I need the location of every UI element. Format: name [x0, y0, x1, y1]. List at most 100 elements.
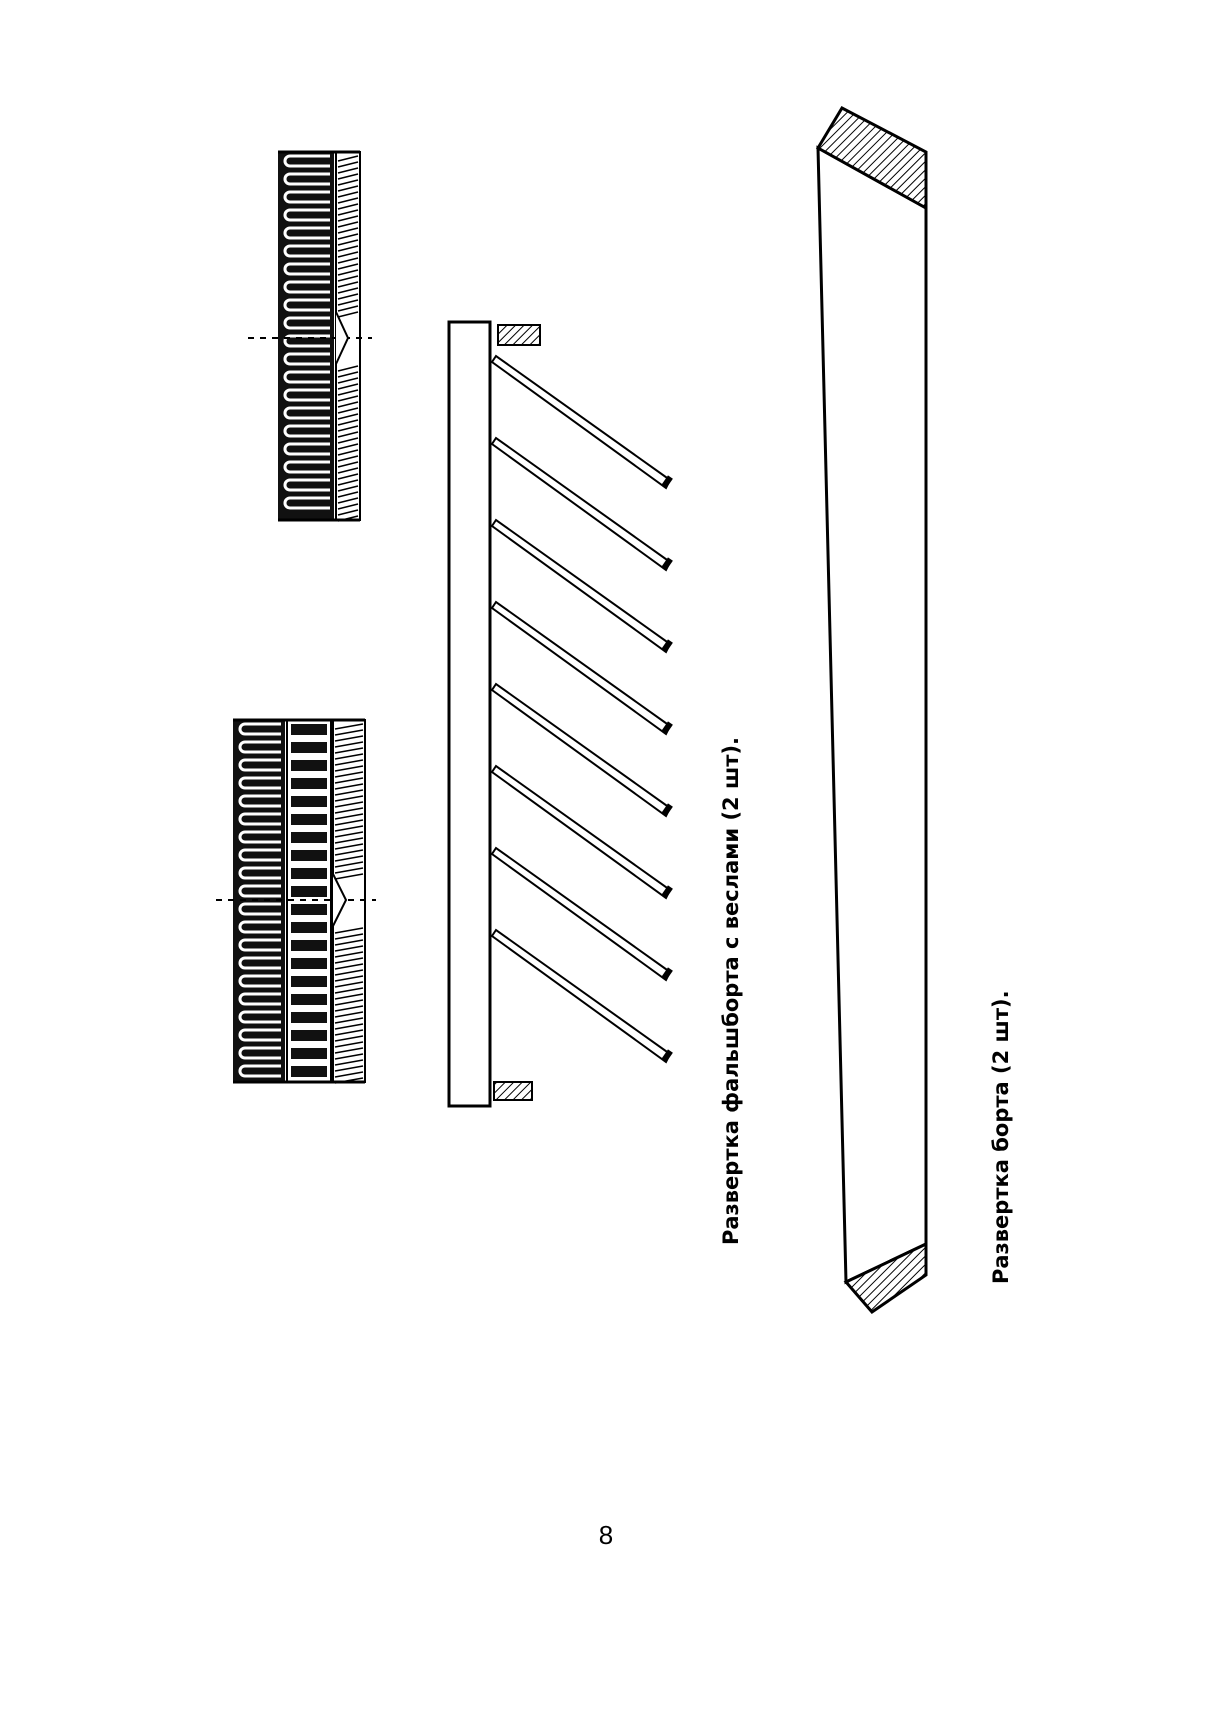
hatch-line — [334, 843, 364, 850]
wave-loop — [283, 316, 330, 330]
wave-loop — [238, 812, 281, 826]
hatch-line — [337, 371, 359, 378]
hatch-line — [334, 945, 364, 952]
ornament-strip-left — [216, 718, 376, 1084]
hatch-line — [334, 1005, 364, 1012]
hatch-line — [334, 1035, 364, 1042]
hatch-line — [334, 837, 364, 844]
oar-tip — [661, 967, 673, 981]
wave-loop — [283, 424, 330, 438]
hatch-line — [337, 287, 359, 294]
bar-mark — [291, 868, 327, 879]
oar-tip — [661, 557, 673, 571]
bar-mark — [291, 760, 327, 771]
hatch-line — [337, 185, 359, 192]
hatch-line — [334, 1059, 364, 1066]
hatch-line — [334, 753, 364, 760]
oar — [490, 436, 672, 572]
hatch-line — [334, 963, 364, 970]
hatch-line — [337, 431, 359, 438]
bar-mark — [291, 850, 327, 861]
hatch-line — [337, 251, 359, 258]
hatch-line — [334, 813, 364, 820]
bulwark-with-oars — [447, 320, 673, 1108]
hatch-line — [337, 191, 359, 198]
caption-bulwark-with-oars: Развертка фальшборта с веслами (2 шт). — [719, 737, 743, 1245]
bar-mark — [291, 814, 327, 825]
bar-mark — [291, 1066, 327, 1077]
oar — [490, 682, 672, 818]
bulwark-end-tab-bottom — [493, 1081, 533, 1101]
hatch-line — [334, 1017, 364, 1024]
hatch-line — [337, 299, 359, 306]
hatch-line — [337, 443, 359, 450]
wave-loop — [238, 974, 281, 988]
hatch-line — [337, 377, 359, 384]
wave-loop — [238, 920, 281, 934]
hatch-line — [334, 831, 364, 838]
wave-loop — [238, 1046, 281, 1060]
hatch-line — [334, 819, 364, 826]
oar-tip — [661, 475, 673, 489]
wave-loop — [283, 226, 330, 240]
oar-tip — [661, 885, 673, 899]
hatch-line — [334, 777, 364, 784]
wave-loop — [238, 956, 281, 970]
hatch-line — [334, 849, 364, 856]
wave-loop — [238, 794, 281, 808]
hatch-line — [337, 467, 359, 474]
oar-tip — [661, 1049, 673, 1063]
hatch-line — [334, 933, 364, 940]
bar-mark — [291, 958, 327, 969]
hatch-line — [337, 491, 359, 498]
hatch-line — [334, 1065, 364, 1072]
hatch-line — [337, 281, 359, 288]
wave-loop — [238, 722, 281, 736]
hatch-line — [337, 155, 359, 162]
bar-mark — [291, 778, 327, 789]
hatch-line — [337, 179, 359, 186]
wave-loop — [238, 830, 281, 844]
oar-tip — [661, 639, 673, 653]
bar-mark — [291, 940, 327, 951]
oar — [490, 518, 672, 654]
oar — [490, 846, 672, 982]
hatch-line — [337, 227, 359, 234]
wave-loop — [283, 172, 330, 186]
wave-loop — [283, 406, 330, 420]
wave-loop — [283, 208, 330, 222]
hatch-line — [334, 861, 364, 868]
hatch-line — [334, 723, 364, 730]
hatch-line — [334, 771, 364, 778]
hatch-line — [334, 951, 364, 958]
wave-loop — [238, 884, 281, 898]
hatch-line — [334, 957, 364, 964]
hatch-line — [334, 873, 364, 880]
hatch-line — [337, 305, 359, 312]
wave-loop — [238, 776, 281, 790]
wave-loop — [283, 478, 330, 492]
wave-loop — [283, 460, 330, 474]
wave-loop — [238, 902, 281, 916]
hatch-line — [337, 293, 359, 300]
bar-mark — [291, 1012, 327, 1023]
wave-loop — [238, 1010, 281, 1024]
hatch-line — [337, 173, 359, 180]
caption-side: Развертка борта (2 шт). — [989, 990, 1013, 1284]
bar-mark — [291, 922, 327, 933]
page-number: 8 — [599, 1520, 613, 1550]
hatch-line — [337, 365, 359, 372]
hatch-line — [337, 509, 359, 516]
hatch-line — [337, 203, 359, 210]
hatch-line — [337, 221, 359, 228]
wave-loop — [238, 938, 281, 952]
hatch-line — [337, 419, 359, 426]
hatch-line — [334, 759, 364, 766]
hatch-line — [337, 449, 359, 456]
hatch-line — [334, 975, 364, 982]
hatch-line — [334, 801, 364, 808]
side-panel — [815, 106, 928, 1314]
hatch-line — [334, 969, 364, 976]
wave-loop — [283, 298, 330, 312]
